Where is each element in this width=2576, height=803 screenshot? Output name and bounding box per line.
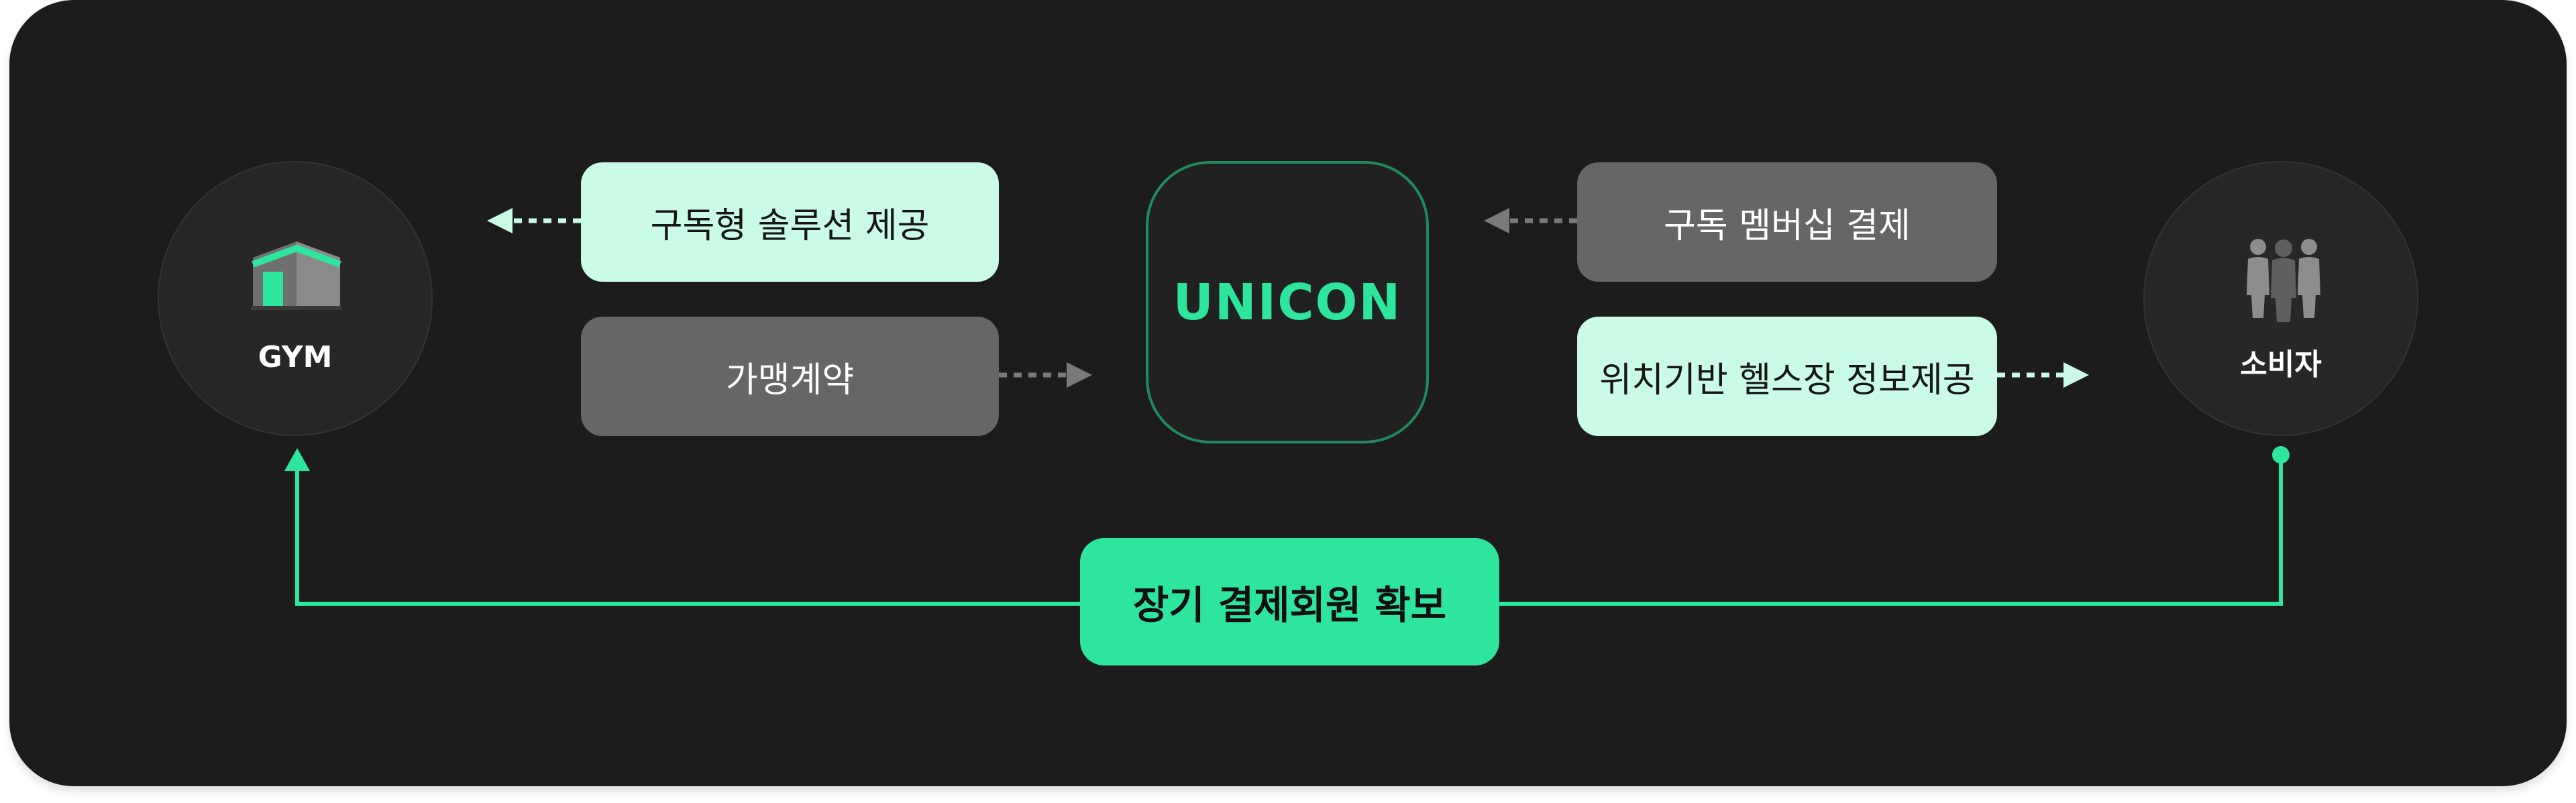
people-group-icon — [2247, 239, 2320, 322]
gym-location-info-label: 위치기반 헬스장 정보제공 — [1599, 360, 1975, 400]
gym-label: GYM — [258, 340, 333, 374]
long-term-members-label: 장기 결제회원 확보 — [1132, 582, 1447, 628]
gym-location-info-box: 위치기반 헬스장 정보제공 — [1577, 317, 1997, 436]
gym-node: GYM — [158, 161, 433, 436]
consumer-label: 소비자 — [2240, 347, 2322, 382]
franchise-contract-label: 가맹계약 — [725, 360, 855, 400]
subscription-solution-box: 구독형 솔루션 제공 — [581, 162, 999, 282]
consumer-node: 소비자 — [2143, 161, 2418, 436]
subscription-payment-label: 구독 멤버십 결제 — [1664, 205, 1911, 246]
franchise-contract-box: 가맹계약 — [581, 317, 999, 436]
unicon-label: UNICON — [1173, 273, 1402, 331]
subscription-payment-box: 구독 멤버십 결제 — [1577, 162, 1997, 282]
long-term-members-box: 장기 결제회원 확보 — [1080, 538, 1499, 665]
unicon-node: UNICON — [1146, 161, 1429, 443]
subscription-solution-label: 구독형 솔루션 제공 — [650, 205, 930, 246]
gym-building-icon — [251, 242, 342, 310]
